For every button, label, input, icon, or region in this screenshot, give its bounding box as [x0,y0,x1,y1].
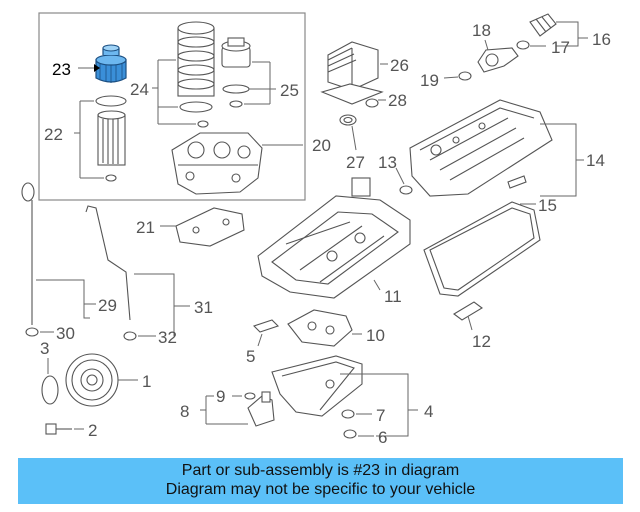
callout-23: 23 [52,60,71,79]
part-29-dipstick[interactable] [21,182,39,337]
callout-31: 31 [194,298,213,317]
part-11-crankcase[interactable] [257,177,411,299]
arrow-23 [94,64,100,72]
callout-14: 14 [586,151,605,170]
part-17-seal[interactable] [516,40,530,50]
callout-4: 4 [424,402,433,421]
part-6-drain-seal[interactable] [343,429,357,439]
bracket-16-17 [530,21,588,47]
callout-24: 24 [130,80,149,99]
part-24-filter-housing-parts[interactable] [177,21,215,128]
callout-5: 5 [246,347,255,366]
callout-15: 15 [538,196,557,215]
part-22-oil-filter-element[interactable] [97,110,126,182]
part-26-oil-cooler[interactable] [327,41,379,91]
callout-17: 17 [551,38,570,57]
callout-27: 27 [346,153,365,172]
callout-16: 16 [592,30,611,49]
callout-13: 13 [378,153,397,172]
part-13-bolt[interactable] [399,185,413,195]
callout-6: 6 [378,428,387,447]
callout-32: 32 [158,328,177,347]
part-5-gasket-strip[interactable] [252,319,280,333]
callout-28: 28 [388,91,407,110]
part-10-oil-pump[interactable] [287,309,353,347]
filter-housing-inset-box [38,12,306,201]
part-20-oil-filter-housing[interactable] [171,132,263,195]
part-9-sensor-seal[interactable] [244,392,256,400]
part-27-seal-ring[interactable] [339,114,357,126]
leader-27 [351,125,357,151]
callout-22: 22 [44,125,63,144]
callout-7: 7 [376,406,385,425]
callout-21: 21 [136,218,155,237]
part-7-drain-plug[interactable] [341,409,355,419]
part-31-dipstick-tube[interactable] [85,205,137,341]
part-16-hose-fitting[interactable] [529,13,557,37]
part-19-o-ring[interactable] [458,71,472,81]
part-15-cover-gasket[interactable] [423,201,541,297]
bracket-8-9 [200,395,248,425]
part-18-coolant-pipe[interactable] [477,47,519,73]
callout-2: 2 [88,421,97,440]
part-4-oil-pan[interactable] [271,355,363,417]
callout-1: 1 [142,372,151,391]
screw-bolt-cover [507,175,527,189]
part-23-oil-filter-cap[interactable] [95,44,127,83]
callout-25: 25 [280,81,299,100]
callout-26: 26 [390,56,409,75]
leader-13 [395,167,405,185]
bracket-24 [152,59,196,125]
part-21-baffle[interactable] [175,207,245,247]
parts-diagram: 23 22 24 25 [21,12,611,447]
callout-20: 20 [312,136,331,155]
part-info-banner: Part or sub-assembly is #23 in diagram D… [18,458,623,504]
oil-filter-cap-seal [95,95,127,107]
callout-10: 10 [366,326,385,345]
leader-11 [373,279,381,291]
leader-18 [484,39,489,51]
leader-5 [257,333,263,347]
part-14-cylinder-head-cover[interactable] [409,99,553,197]
callout-19: 19 [420,71,439,90]
banner-line-part-number: Part or sub-assembly is #23 in diagram [181,462,460,479]
part-3-seal-ring[interactable] [41,375,59,405]
callout-11: 11 [384,287,402,306]
part-2-pulley-bolt[interactable] [45,423,72,435]
part-28-cooler-gasket[interactable] [320,83,384,108]
bracket-29 [36,279,96,319]
callout-3: 3 [40,339,49,358]
callout-30: 30 [56,324,75,343]
leader-19 [443,76,459,79]
bracket-14 [540,123,584,197]
part-25-housing-valve[interactable] [221,37,251,108]
part-12-sealant[interactable] [453,301,483,321]
leader-12 [467,315,473,331]
callout-18: 18 [472,21,491,40]
part-1-crankshaft-pulley[interactable] [65,353,119,407]
bracket-25 [244,61,276,105]
callout-8: 8 [180,402,189,421]
bracket-31 [134,273,190,336]
banner-line-disclaimer: Diagram may not be specific to your vehi… [165,481,476,498]
part-8-oil-level-sensor[interactable] [247,391,275,427]
callout-12: 12 [472,332,491,351]
bracket-4 [340,373,418,437]
callout-9: 9 [216,387,225,406]
bracket-22 [74,100,104,179]
callout-29: 29 [98,296,117,315]
